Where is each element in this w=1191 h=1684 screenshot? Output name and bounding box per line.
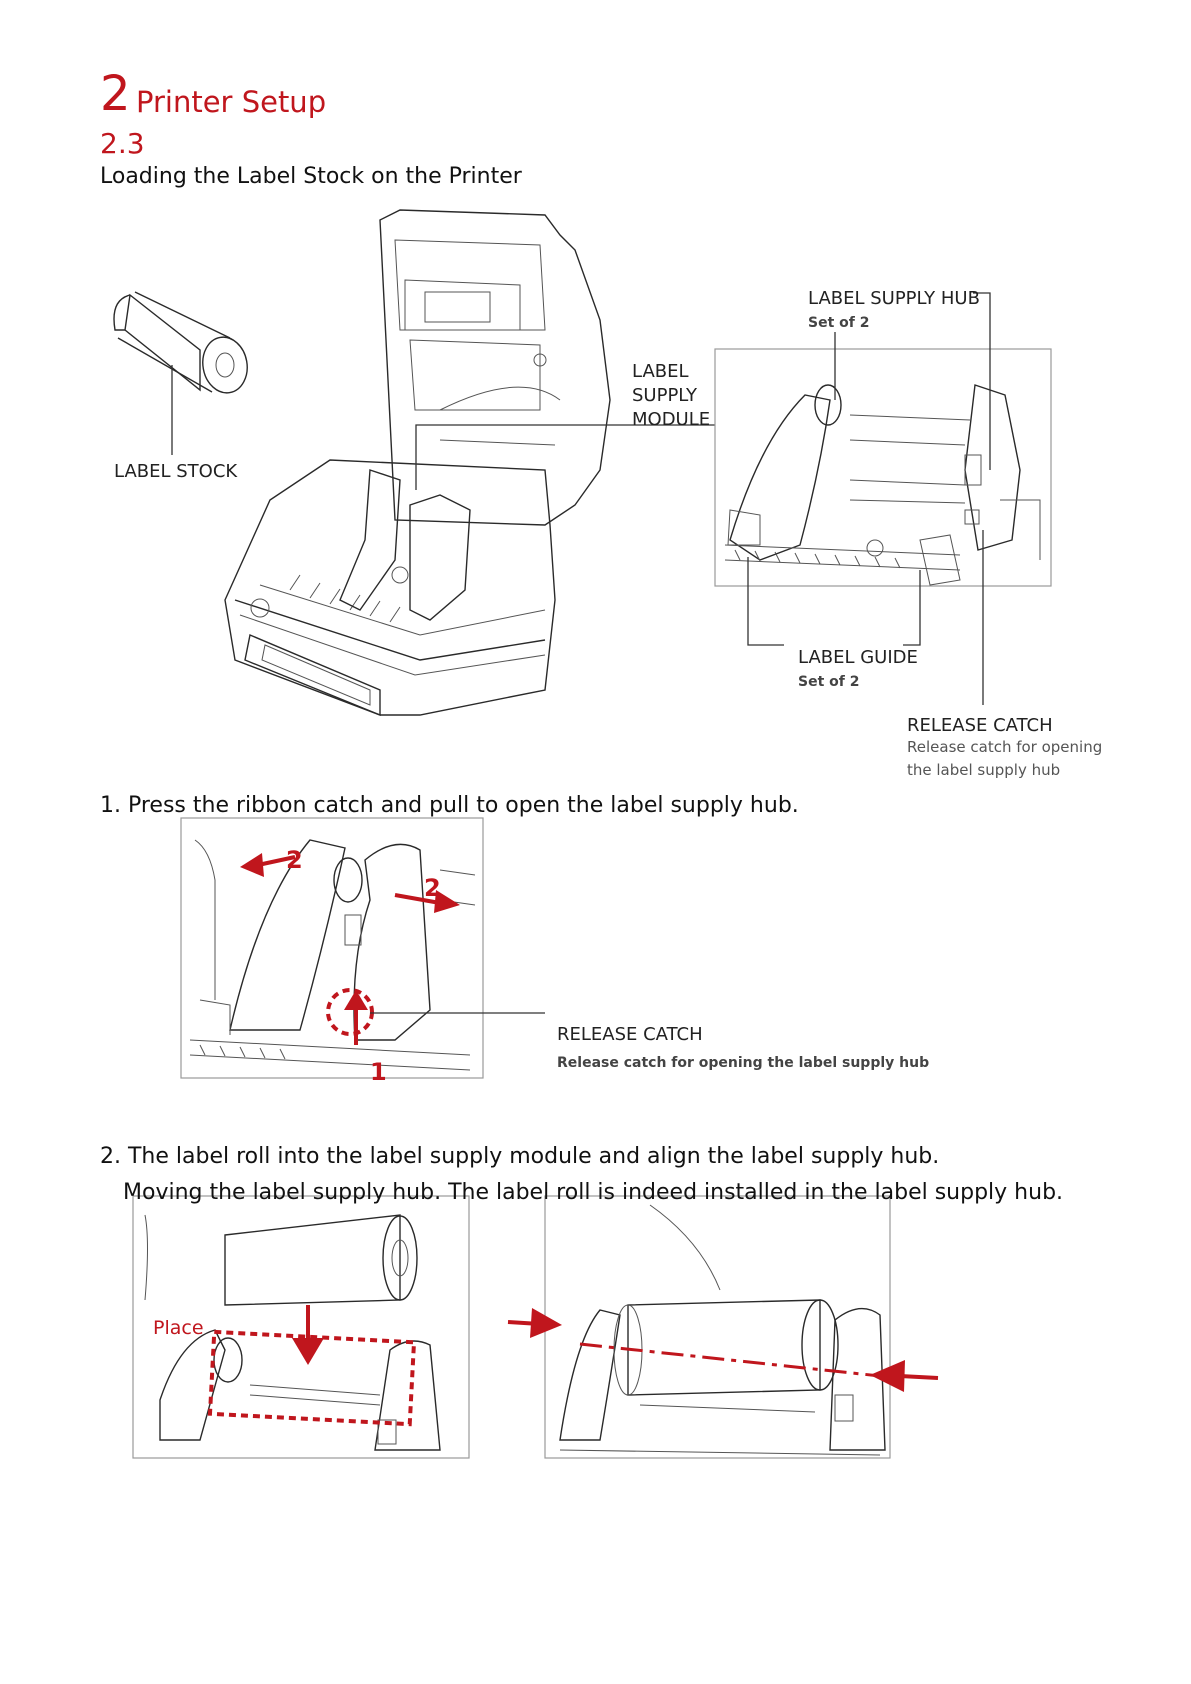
release-catch-note-1: Release catch for opening [907, 738, 1103, 756]
arrow-down-place-icon [292, 1338, 324, 1365]
step1-text: 1. Press the ribbon catch and pull to op… [100, 793, 799, 818]
guide-leader-left [747, 557, 784, 646]
chapter-title: Printer Setup [136, 85, 327, 119]
arrow-up-1-icon [344, 990, 368, 1010]
label-supply-hub-note: Set of 2 [808, 315, 870, 331]
label-stock-label: LABEL STOCK [114, 461, 238, 482]
callout-2-right: 2 [424, 874, 441, 902]
step2-text-line2: Moving the label supply hub. The label r… [123, 1180, 1064, 1205]
inset-parts [724, 384, 1041, 586]
module-line-1: LABEL [632, 361, 689, 382]
arrow-left-2-icon [240, 853, 264, 877]
module-line-2: SUPPLY [632, 385, 697, 406]
alignment-centerline [579, 1342, 881, 1378]
callout-1: 1 [370, 1058, 387, 1086]
step1-illustration [180, 817, 484, 1079]
label-supply-module-label: LABEL SUPPLY MODULE [632, 360, 710, 432]
step2-align-illustration [544, 1195, 891, 1459]
guide-leader-right [903, 570, 921, 646]
release-catch-label: RELEASE CATCH [907, 715, 1053, 736]
section-number: 2.3 [100, 127, 145, 160]
label-guide-note: Set of 2 [798, 674, 860, 690]
step2-text-line1: 2. The label roll into the label supply … [100, 1144, 940, 1169]
place-target-highlight [207, 1329, 417, 1427]
step1-release-catch-label: RELEASE CATCH [557, 1024, 703, 1045]
module-line-3: MODULE [632, 409, 711, 430]
callout-2-left: 2 [286, 846, 303, 874]
arrow-right-align-icon [530, 1308, 562, 1338]
label-stock-illustration [113, 291, 248, 455]
place-label: Place [153, 1317, 204, 1339]
hub-leader-line [973, 292, 991, 470]
step1-release-catch-note: Release catch for opening the label supp… [557, 1055, 930, 1071]
step2-place-illustration [132, 1195, 470, 1459]
release-catch-highlight [326, 988, 374, 1036]
label-supply-hub-label: LABEL SUPPLY HUB [808, 288, 980, 309]
chapter-number: 2 [100, 66, 131, 122]
arrow-left-align-icon [870, 1360, 905, 1392]
release-catch-note-2: the label supply hub [907, 761, 1061, 779]
label-guide-label: LABEL GUIDE [798, 647, 918, 668]
section-title: Loading the Label Stock on the Printer [100, 164, 522, 189]
printer-main-illustration [224, 209, 611, 717]
arrow-right-2-icon [434, 890, 460, 913]
